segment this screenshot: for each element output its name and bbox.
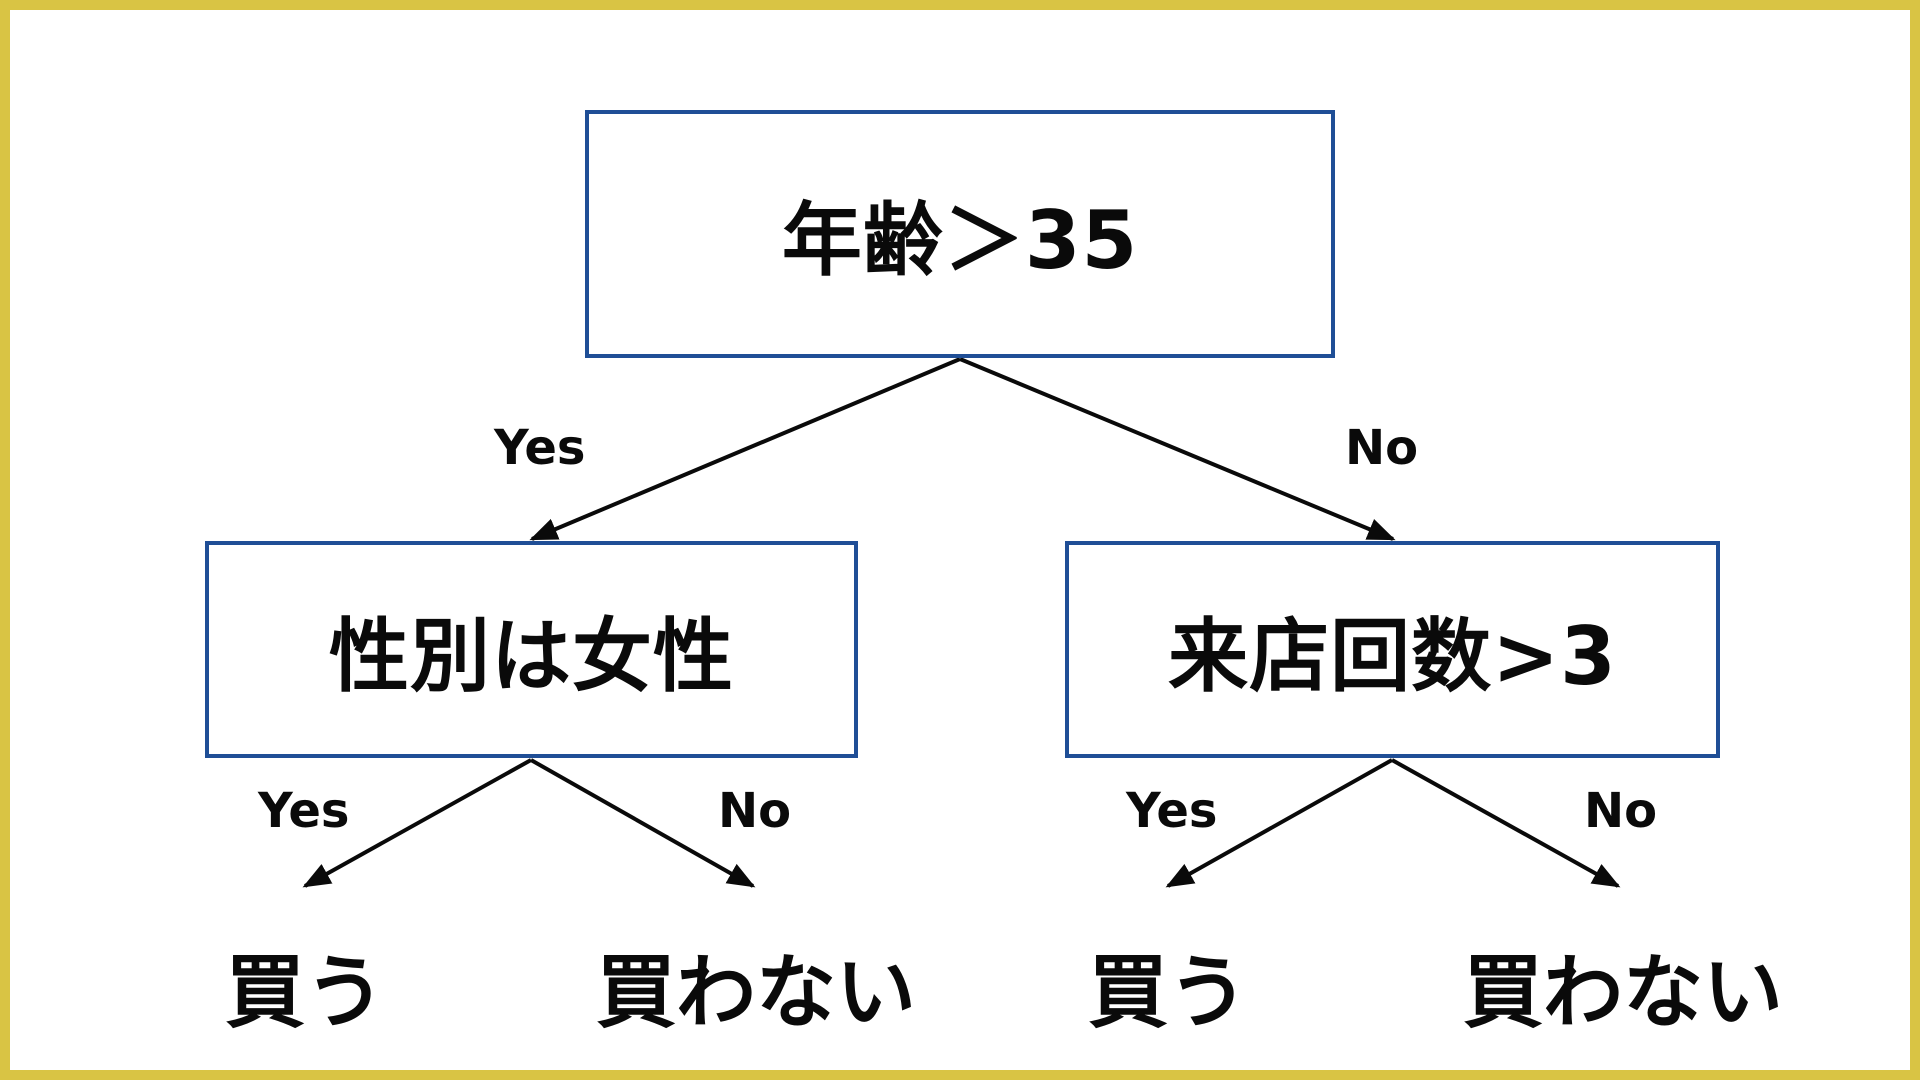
left-node-label: 性別は女性	[329, 609, 734, 703]
leaf-left-yes: 買う	[225, 946, 385, 1039]
leaf-left-no: 買わない	[596, 946, 916, 1039]
edge-label-root-no: No	[1345, 420, 1419, 476]
edge-label-right-no: No	[1584, 783, 1658, 839]
edge-label-left-yes: Yes	[258, 783, 350, 839]
root-node: 年齢＞35	[585, 110, 1335, 358]
edge-right-no	[1391, 758, 1621, 888]
root-node-label: 年齢＞35	[781, 194, 1139, 287]
edge-root-no	[959, 357, 1396, 541]
edge-right-yes	[1165, 758, 1393, 888]
edge-label-right-yes: Yes	[1126, 783, 1218, 839]
edge-label-left-no: No	[718, 783, 792, 839]
leaf-right-yes: 買う	[1088, 946, 1248, 1039]
left-node: 性別は女性	[205, 541, 858, 758]
right-node: 来店回数>3	[1065, 541, 1720, 758]
edge-root-yes	[529, 357, 961, 541]
edge-left-yes	[302, 758, 532, 888]
leaf-right-no: 買わない	[1463, 946, 1783, 1039]
edge-left-no	[530, 758, 756, 888]
edge-label-root-yes: Yes	[494, 420, 586, 476]
right-node-label: 来店回数>3	[1168, 609, 1617, 703]
